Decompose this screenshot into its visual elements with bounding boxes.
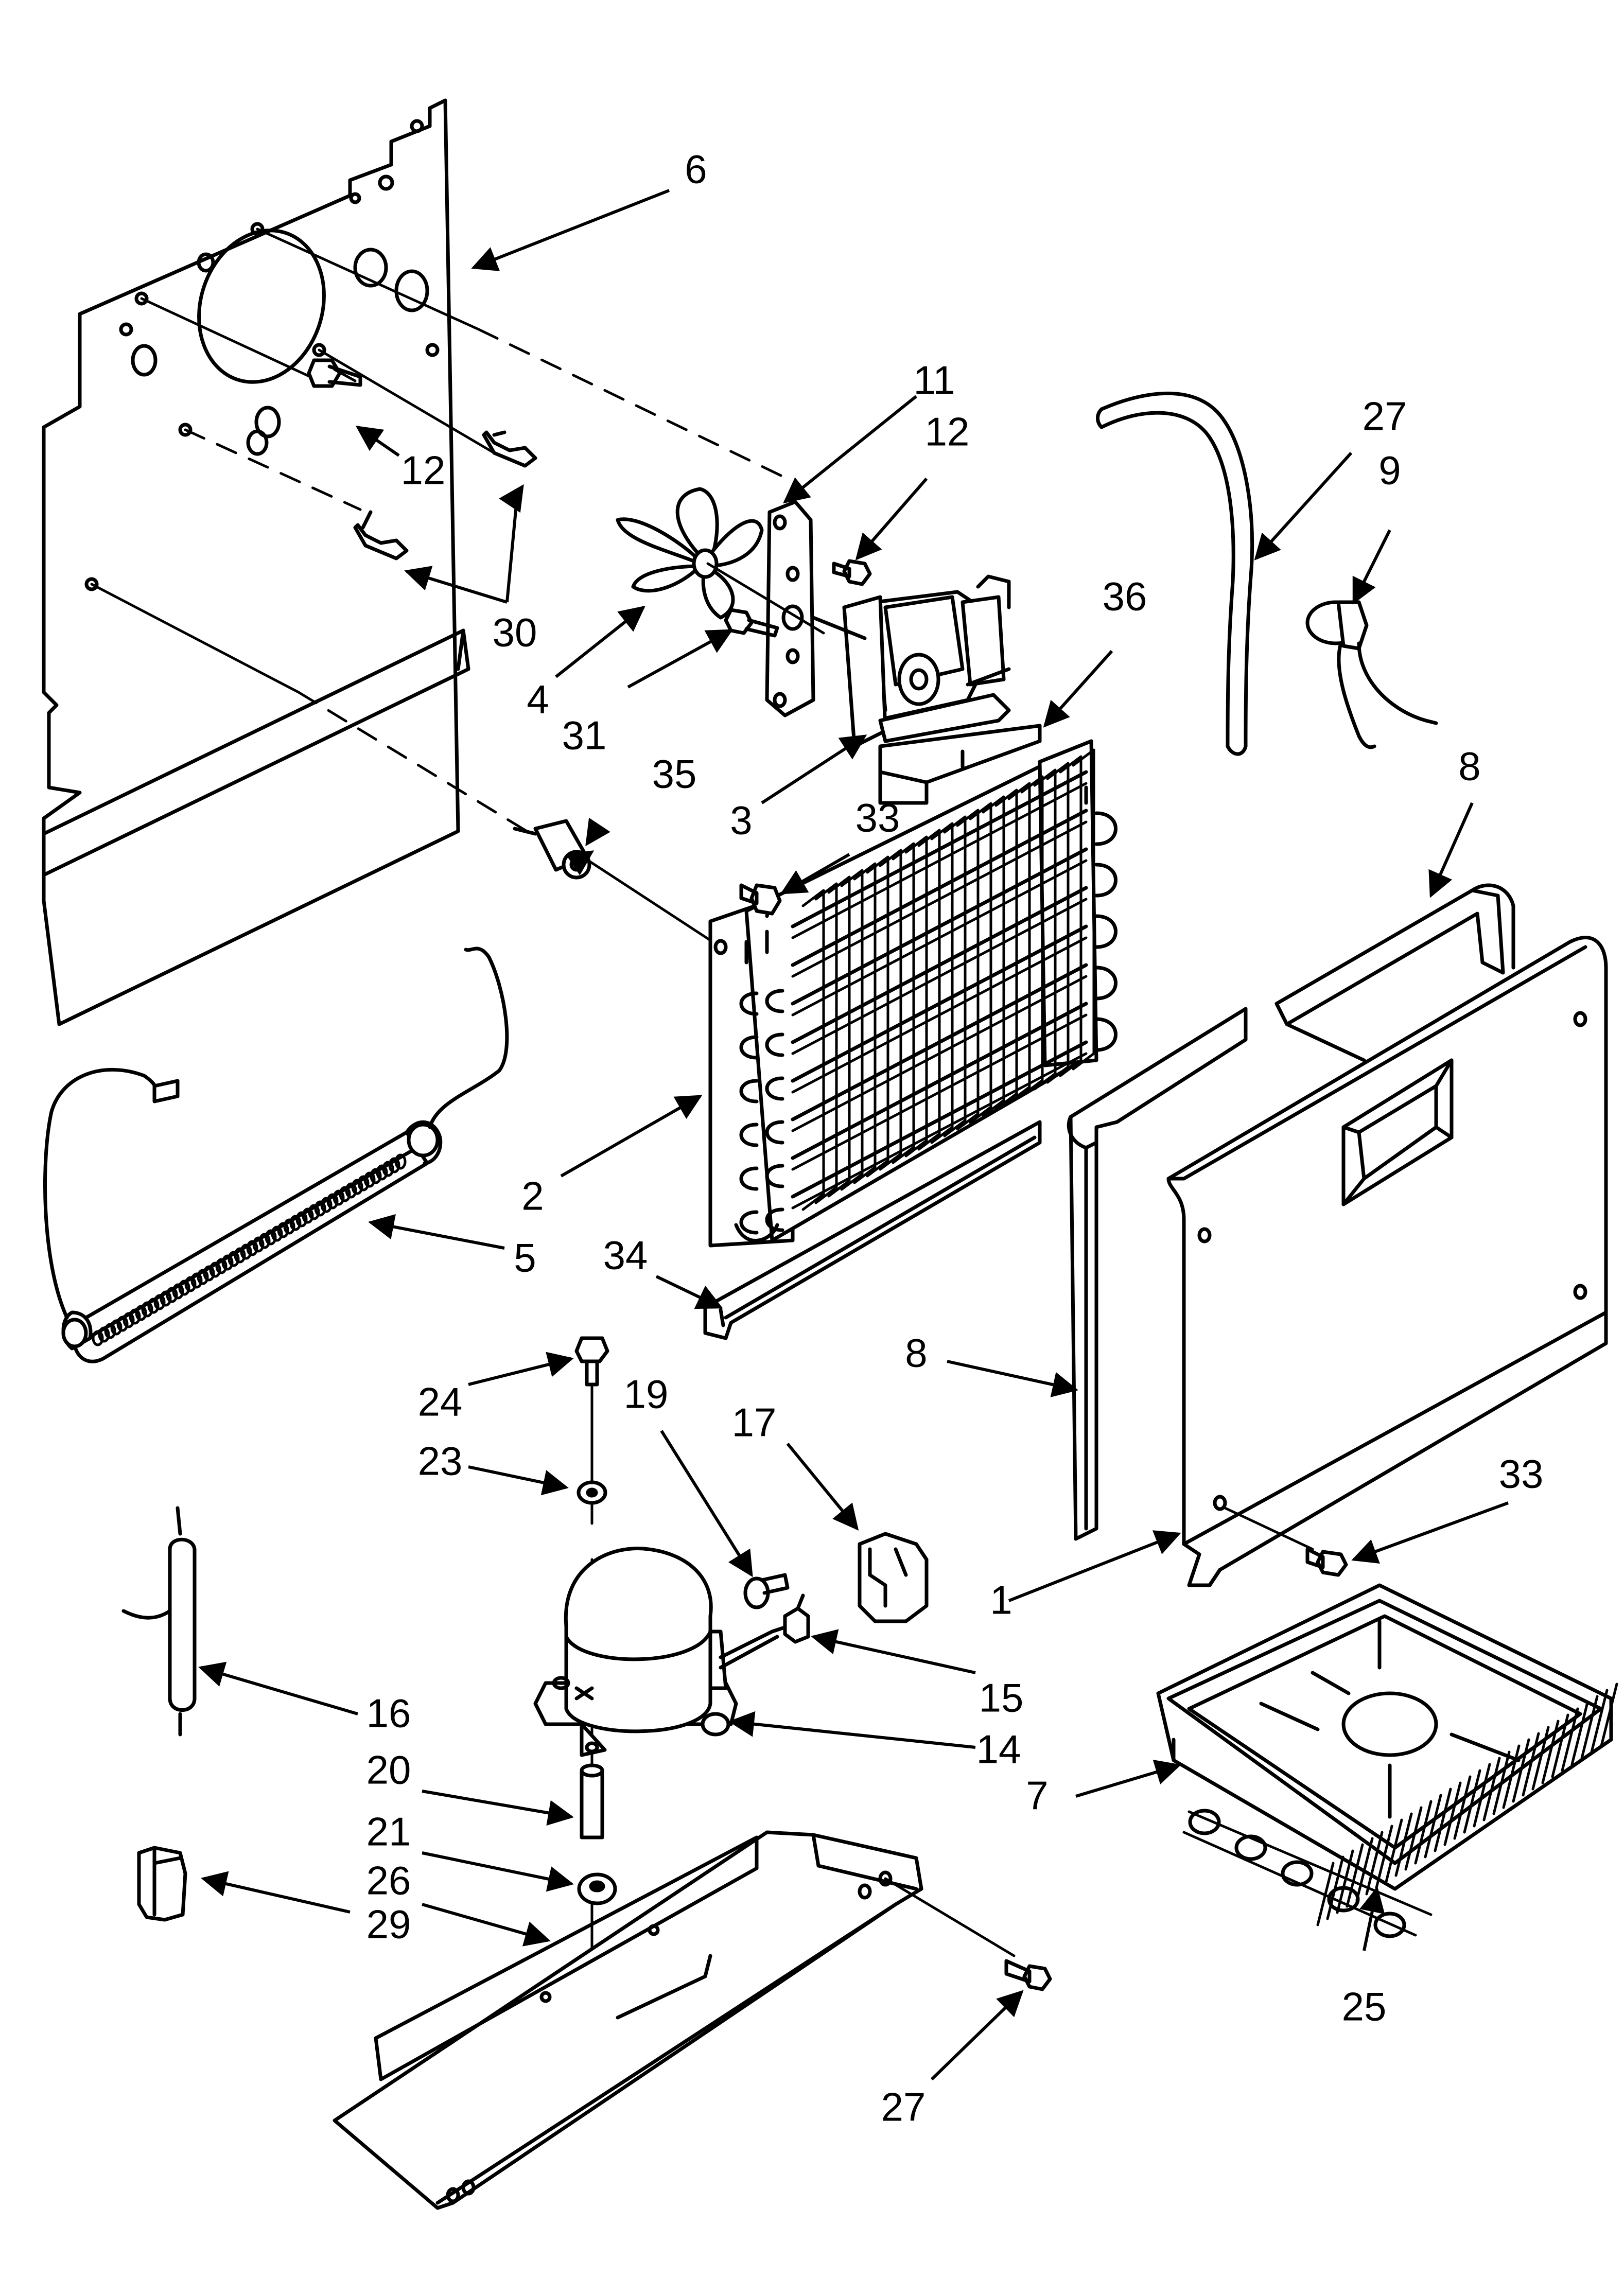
side-channel xyxy=(1067,1007,1248,1541)
screw-30 xyxy=(1004,1959,1052,1991)
screw-33-upper xyxy=(739,883,782,916)
evaporator-fins xyxy=(791,748,1095,1211)
drain-tube xyxy=(1096,391,1254,756)
evaporator-coil xyxy=(708,739,1117,1248)
callout-1: 1 xyxy=(990,1578,1012,1623)
callout-14: 14 xyxy=(976,1727,1021,1772)
callout-29: 31 xyxy=(562,713,607,758)
fan-blade xyxy=(616,487,825,635)
top-frame-8 xyxy=(1274,883,1515,1026)
run-capacitor xyxy=(137,1846,187,1922)
evaporator-cover xyxy=(1166,936,1608,1587)
callout-30: 27 xyxy=(881,2084,926,2130)
callout-33-lower: 33 xyxy=(1499,1451,1544,1497)
coil-loops-left xyxy=(734,989,784,1242)
callout-26: 26 xyxy=(366,1858,411,1903)
fan-bracket xyxy=(765,500,815,717)
overload-protector xyxy=(743,1573,790,1609)
callout-12-right: 12 xyxy=(925,409,970,454)
callout-6: 6 xyxy=(685,147,707,192)
callout-4: 4 xyxy=(527,677,549,722)
callout-16: 16 xyxy=(366,1691,411,1736)
callout-35: 35 xyxy=(652,751,697,797)
filter-drier xyxy=(121,1506,197,1737)
callout-12-left: 12 xyxy=(401,448,446,493)
drain-pan xyxy=(1156,1583,1613,1891)
thermostat xyxy=(1305,600,1438,749)
compressor xyxy=(533,1547,805,1757)
callout-19: 19 xyxy=(624,1372,669,1417)
callout-34: 34 xyxy=(603,1233,648,1278)
callout-27: 30 xyxy=(493,610,537,655)
callout-24: 25 xyxy=(1342,1984,1387,2029)
callout-11: 11 xyxy=(914,358,955,403)
callout-2: 2 xyxy=(521,1173,544,1219)
callout-23: 24 xyxy=(418,1379,463,1425)
relay-cover xyxy=(858,1532,929,1623)
callout-15: 15 xyxy=(979,1675,1024,1721)
mounting-guide-lines xyxy=(90,227,794,949)
start-relay xyxy=(783,1593,810,1644)
callout-7: 7 xyxy=(1026,1773,1048,1818)
screw-12-right xyxy=(832,559,872,586)
callout-33-upper: 33 xyxy=(855,795,900,840)
callout-9: 9 xyxy=(1378,448,1401,493)
callout-5: 5 xyxy=(514,1235,536,1281)
callout-3: 3 xyxy=(730,798,752,843)
drain-trough xyxy=(878,724,1042,805)
callout-labels: 6 11 12 12 27 9 36 30 4 31 3 35 33 8 2 5… xyxy=(366,147,1544,2130)
compressor-base-plate xyxy=(333,1830,1016,2210)
screw-12-left xyxy=(307,358,362,388)
callout-8-side: 8 xyxy=(905,1330,927,1376)
callout-36: 36 xyxy=(1103,574,1147,619)
heater-element-coils xyxy=(92,1153,407,1346)
callout-20: 20 xyxy=(366,1747,411,1793)
fan-motor xyxy=(811,574,1011,748)
callout-21: 21 xyxy=(366,1809,411,1854)
callout-25: 27 xyxy=(1363,394,1407,439)
coil-bottom-rail xyxy=(703,1120,1042,1340)
callout-22: 23 xyxy=(418,1439,463,1484)
clip-27-upper xyxy=(482,430,537,468)
callout-31: 29 xyxy=(366,1902,411,1947)
defrost-heater xyxy=(43,947,509,1363)
clip-27-lower xyxy=(353,510,409,560)
callout-8-top: 8 xyxy=(1458,744,1480,789)
coil-loops-right xyxy=(1094,811,1117,1052)
screw-29 xyxy=(724,608,779,638)
callout-17: 17 xyxy=(732,1400,777,1445)
drain-heater-grid xyxy=(1182,1683,1618,1938)
back-panel xyxy=(42,98,470,1026)
leader-lines xyxy=(198,189,1509,2081)
screw-33-lower xyxy=(1305,1547,1348,1577)
